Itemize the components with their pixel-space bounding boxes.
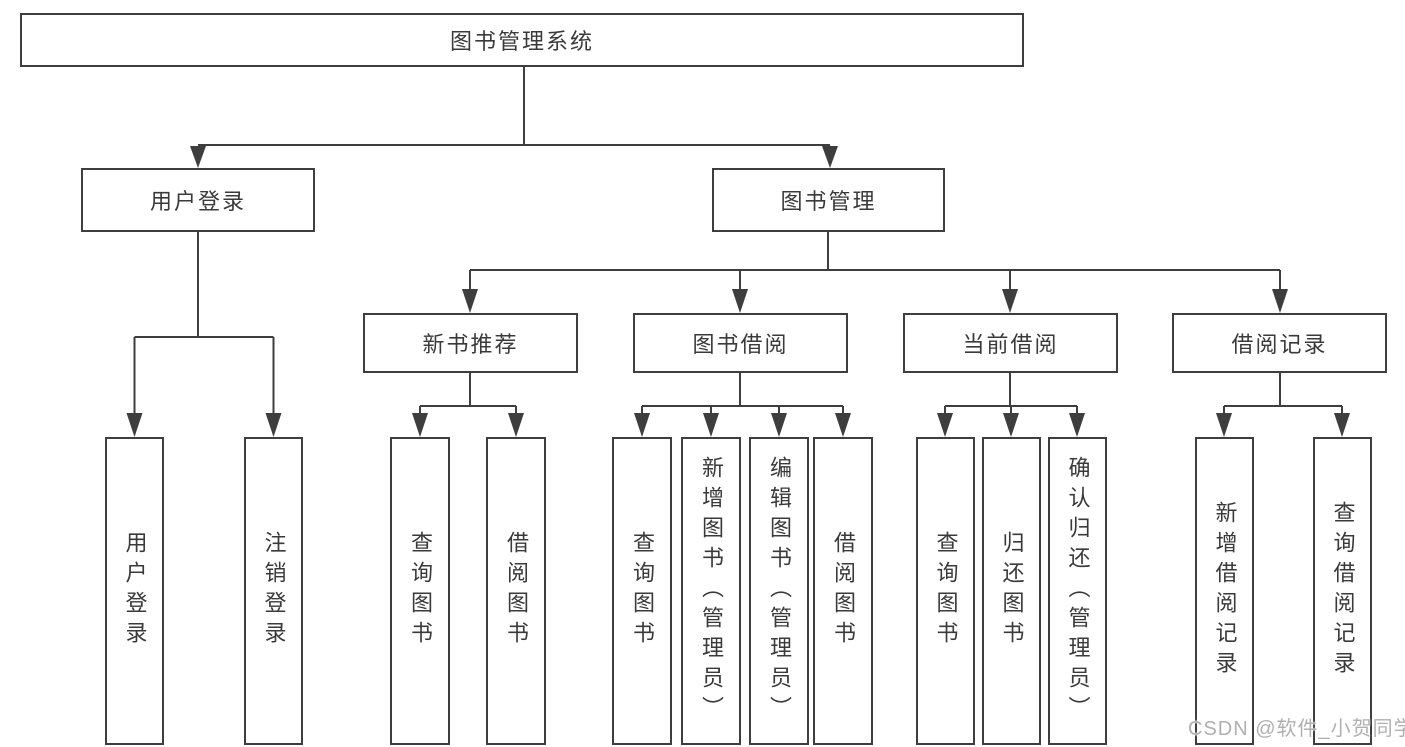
- leaf-add-borrow-record-label: 新增借阅记录: [1212, 501, 1238, 681]
- leaf-logout-label: 注销登录: [261, 531, 287, 651]
- node-book-management-label: 图书管理: [780, 189, 877, 214]
- leaf-query-books-current: 查询图书: [916, 437, 975, 745]
- leaf-confirm-return-admin-label: 确认归还（管理员）: [1065, 456, 1091, 726]
- node-new-book-recommend-label: 新书推荐: [422, 332, 519, 357]
- leaf-query-books-current-label: 查询图书: [933, 531, 959, 651]
- leaf-add-borrow-record: 新增借阅记录: [1195, 437, 1254, 745]
- leaf-edit-books-admin-label: 编辑图书（管理员）: [767, 456, 792, 726]
- node-current-borrow-label: 当前借阅: [962, 332, 1059, 357]
- leaf-query-books-borrow: 查询图书: [612, 437, 672, 745]
- leaf-borrow-books: 借阅图书: [813, 437, 873, 745]
- node-borrow-records-label: 借阅记录: [1231, 332, 1328, 357]
- leaf-query-books-borrow-label: 查询图书: [630, 531, 655, 651]
- node-book-borrow-label: 图书借阅: [692, 332, 789, 357]
- node-user-login: 用户登录: [81, 168, 315, 232]
- node-root-label: 图书管理系统: [449, 29, 594, 54]
- leaf-user-login-label: 用户登录: [122, 531, 148, 651]
- leaf-borrow-books-recommend: 借阅图书: [486, 437, 546, 745]
- node-root-system: 图书管理系统: [20, 13, 1024, 67]
- leaf-confirm-return-admin: 确认归还（管理员）: [1048, 437, 1107, 745]
- leaf-query-borrow-record-label: 查询借阅记录: [1330, 501, 1356, 681]
- node-book-management: 图书管理: [712, 168, 945, 232]
- arrowhead-markers: [126, 146, 1350, 437]
- node-current-borrow: 当前借阅: [903, 313, 1118, 373]
- leaf-add-books-admin: 新增图书（管理员）: [681, 437, 741, 745]
- leaf-user-login: 用户登录: [105, 437, 164, 745]
- node-user-login-label: 用户登录: [149, 189, 246, 214]
- leaf-query-books-recommend-label: 查询图书: [408, 531, 433, 651]
- leaf-logout: 注销登录: [244, 437, 303, 745]
- leaf-query-books-recommend: 查询图书: [390, 437, 450, 745]
- leaf-borrow-books-recommend-label: 借阅图书: [504, 531, 529, 651]
- leaf-query-borrow-record: 查询借阅记录: [1313, 437, 1372, 745]
- node-new-book-recommend: 新书推荐: [363, 313, 578, 373]
- leaf-edit-books-admin: 编辑图书（管理员）: [749, 437, 809, 745]
- node-book-borrow: 图书借阅: [633, 313, 848, 373]
- csdn-watermark: CSDN @软件_小贺同学: [1188, 718, 1405, 740]
- leaf-return-books-label: 归还图书: [999, 531, 1025, 651]
- leaf-borrow-books-label: 借阅图书: [831, 531, 856, 651]
- node-borrow-records: 借阅记录: [1172, 313, 1387, 373]
- leaf-return-books: 归还图书: [982, 437, 1041, 745]
- leaf-add-books-admin-label: 新增图书（管理员）: [699, 456, 724, 726]
